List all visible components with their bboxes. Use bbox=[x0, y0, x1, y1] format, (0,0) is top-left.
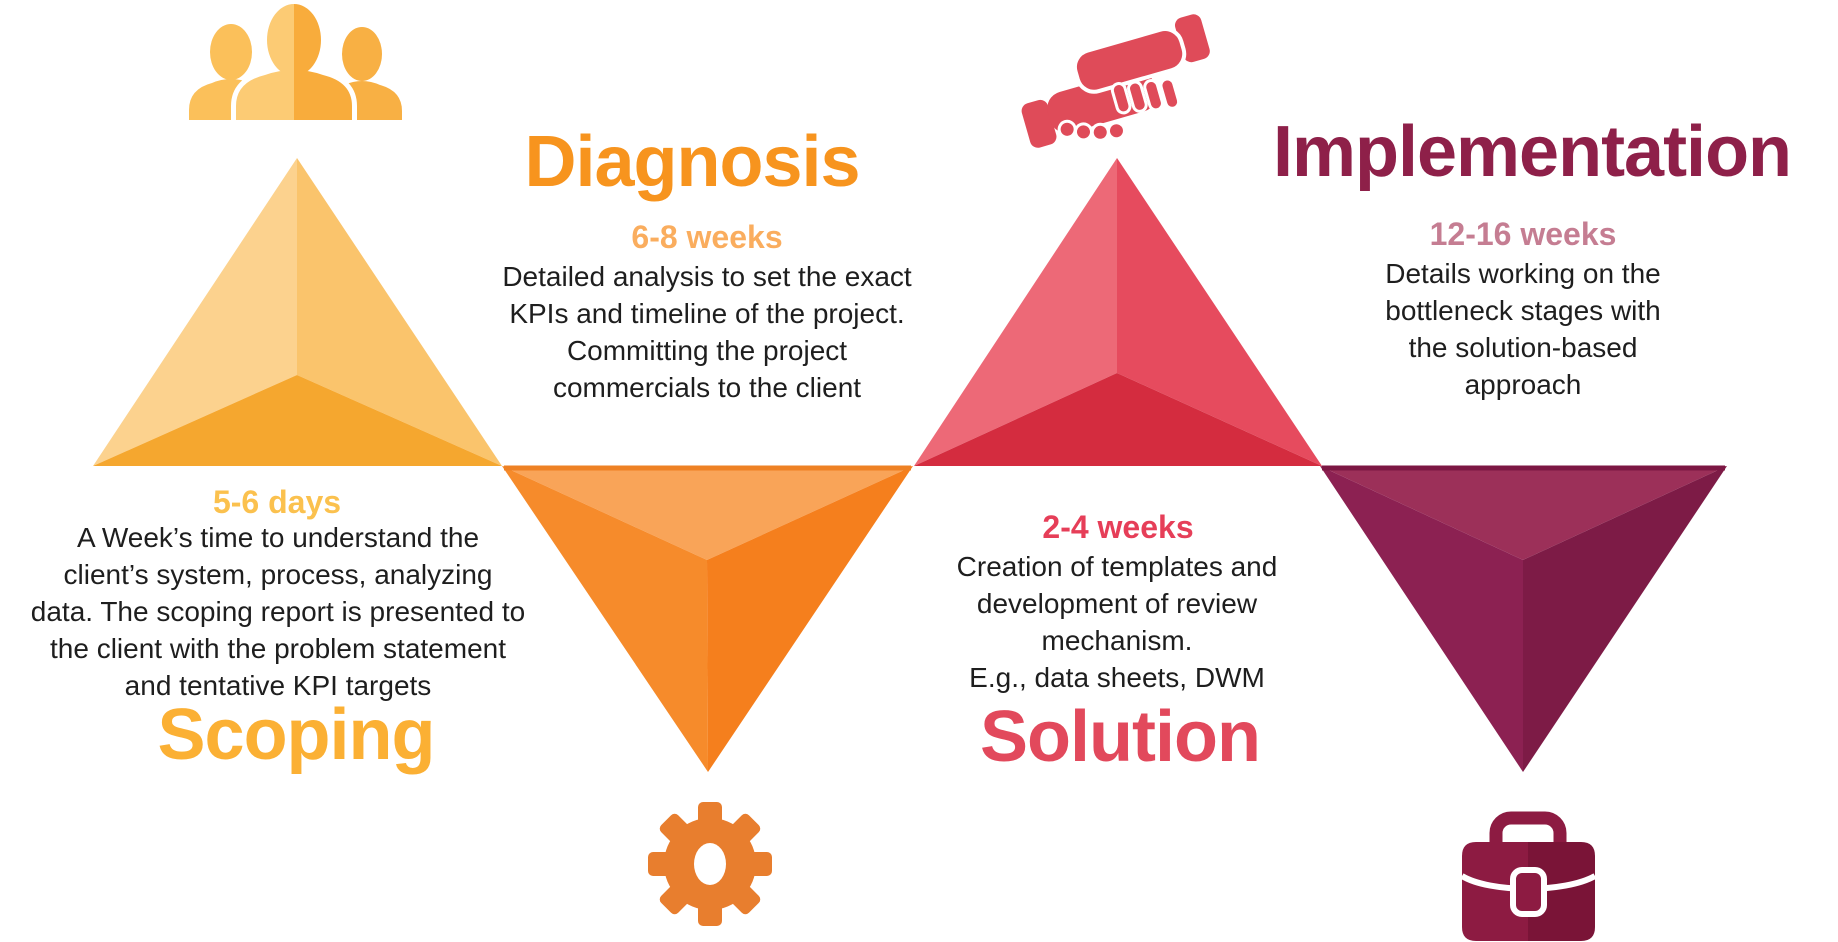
diagnosis-triangle-right-face bbox=[707, 466, 913, 772]
briefcase-icon bbox=[1460, 811, 1597, 941]
gear-center-hole bbox=[694, 843, 726, 885]
description-line: data. The scoping report is presented to bbox=[30, 596, 526, 627]
diagnosis-title: Diagnosis bbox=[524, 122, 860, 202]
person-center-right-half bbox=[294, 4, 352, 120]
briefcase-body-left bbox=[1462, 842, 1528, 941]
diagnosis-triangle-left-face bbox=[502, 466, 708, 772]
implementation-description: Details working on the bottleneck stages… bbox=[1385, 255, 1661, 403]
diagnosis-triangle-top-face bbox=[502, 466, 913, 560]
briefcase-body-right bbox=[1528, 842, 1595, 941]
scoping-duration: 5-6 days bbox=[212, 484, 342, 520]
solution-triangle-bottom-face bbox=[914, 373, 1322, 466]
implementation-triangle-top-face bbox=[1320, 466, 1727, 560]
description-line: development of review bbox=[976, 588, 1258, 619]
description-line: commercials to the client bbox=[552, 372, 862, 403]
description-line: client’s system, process, analyzing bbox=[63, 559, 493, 590]
description-line: Details working on the bbox=[1385, 258, 1661, 289]
scoping-triangle bbox=[93, 158, 502, 466]
description-line: E.g., data sheets, DWM bbox=[969, 662, 1265, 693]
handshake-icon bbox=[1021, 14, 1210, 148]
solution-triangle-right-face bbox=[1117, 158, 1322, 466]
implementation-triangle-left-face bbox=[1320, 466, 1523, 772]
team-people-icon bbox=[189, 0, 402, 125]
scoping-description: A Week’s time to understand the client’s… bbox=[31, 519, 525, 704]
description-line: Detailed analysis to set the exact bbox=[502, 261, 912, 292]
scoping-title: Scoping bbox=[157, 695, 436, 775]
scoping-triangle-bottom-face bbox=[93, 375, 502, 466]
solution-triangle bbox=[914, 158, 1322, 466]
implementation-title: Implementation bbox=[1272, 112, 1792, 192]
implementation-duration: 12-16 weeks bbox=[1429, 216, 1617, 252]
description-line: the client with the problem statement bbox=[49, 633, 506, 664]
gear-icon bbox=[648, 802, 772, 926]
description-line: the solution-based bbox=[1408, 332, 1638, 363]
description-line: approach bbox=[1464, 369, 1582, 400]
description-line: Creation of templates and bbox=[956, 551, 1278, 582]
description-line: and tentative KPI targets bbox=[124, 670, 432, 701]
diagnosis-triangle bbox=[502, 465, 913, 772]
description-line: Committing the project bbox=[566, 335, 848, 366]
description-line: A Week’s time to understand the bbox=[76, 522, 480, 553]
solution-triangle-left-face bbox=[914, 158, 1117, 466]
diagnosis-description: Detailed analysis to set the exact KPIs … bbox=[502, 258, 911, 406]
scoping-triangle-left-face bbox=[93, 158, 297, 466]
scoping-triangle-right-face bbox=[297, 158, 502, 466]
description-line: mechanism. bbox=[1041, 625, 1193, 656]
description-line: KPIs and timeline of the project. bbox=[509, 298, 905, 329]
implementation-triangle bbox=[1320, 465, 1727, 772]
diagnosis-duration: 6-8 weeks bbox=[631, 219, 783, 255]
implementation-triangle-right-face bbox=[1523, 466, 1727, 772]
description-line: bottleneck stages with bbox=[1385, 295, 1661, 326]
briefcase-clasp bbox=[1510, 867, 1547, 917]
solution-description: Creation of templates and development of… bbox=[957, 548, 1278, 696]
solution-title: Solution bbox=[980, 697, 1261, 777]
solution-duration: 2-4 weeks bbox=[1042, 509, 1194, 545]
person-center-left-half bbox=[236, 4, 294, 120]
